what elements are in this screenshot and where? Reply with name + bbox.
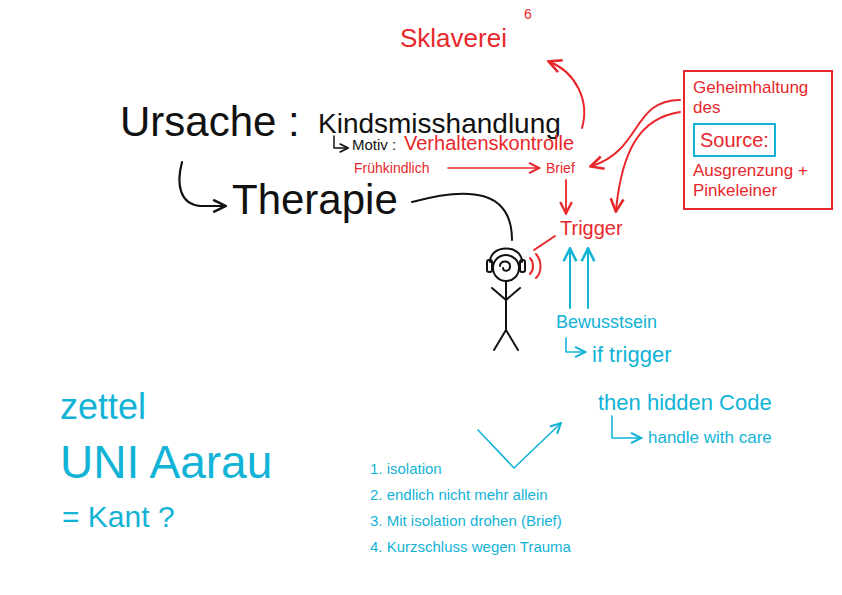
note-text: Trigger	[560, 217, 623, 240]
note-text: Sklaverei	[400, 24, 507, 54]
note-text: UNI Aarau	[60, 436, 272, 489]
hook-arrow	[179, 162, 224, 206]
cyan-arrow	[478, 424, 560, 468]
heading-text: Therapie	[232, 176, 398, 224]
sound-arc	[536, 254, 541, 278]
hook-arrow	[566, 338, 584, 352]
note-text: Frühkindlich	[354, 160, 429, 176]
list-item: 1. isolation	[370, 460, 442, 477]
red-arrow	[616, 112, 680, 210]
cyan-source-box: Source:	[693, 123, 776, 157]
cyan-arrow	[569, 250, 571, 308]
stick-figure	[487, 249, 525, 351]
superscript-number: 6	[524, 6, 532, 22]
box-text: Source:	[700, 128, 769, 152]
cyan-arrow	[587, 250, 589, 308]
hook-arrow	[612, 416, 640, 438]
red-arrow	[448, 167, 538, 169]
red-arrow	[565, 180, 567, 212]
note-text: Verhaltenskontrolle	[404, 132, 574, 155]
note-text: Bewusstsein	[556, 312, 657, 333]
red-arrow	[592, 100, 680, 166]
note-text: Motiv :	[352, 136, 396, 153]
note-text: if trigger	[592, 342, 671, 367]
list-item: 2. endlich nicht mehr allein	[370, 486, 548, 503]
red-frame-box: Geheimhaltung desSource: Ausgrenzung + Pi…	[683, 70, 833, 210]
list-item: 3. Mit isolation drohen (Brief)	[370, 512, 562, 529]
list-item: 4. Kurzschluss wegen Trauma	[370, 538, 571, 555]
note-text: Brief	[546, 160, 575, 176]
sound-arc	[530, 258, 533, 274]
box-text: Geheimhaltung des	[693, 78, 823, 119]
note-text: then hidden Code	[598, 390, 772, 415]
note-text: = Kant ?	[62, 500, 175, 535]
trigger-line	[534, 236, 555, 250]
box-text: Ausgrenzung + Pinkeleiner	[693, 161, 823, 202]
headphone-cable	[412, 194, 512, 240]
note-text: zettel	[60, 386, 146, 427]
note-text: handle with care	[648, 428, 772, 448]
heading-text: Ursache :	[120, 98, 300, 146]
